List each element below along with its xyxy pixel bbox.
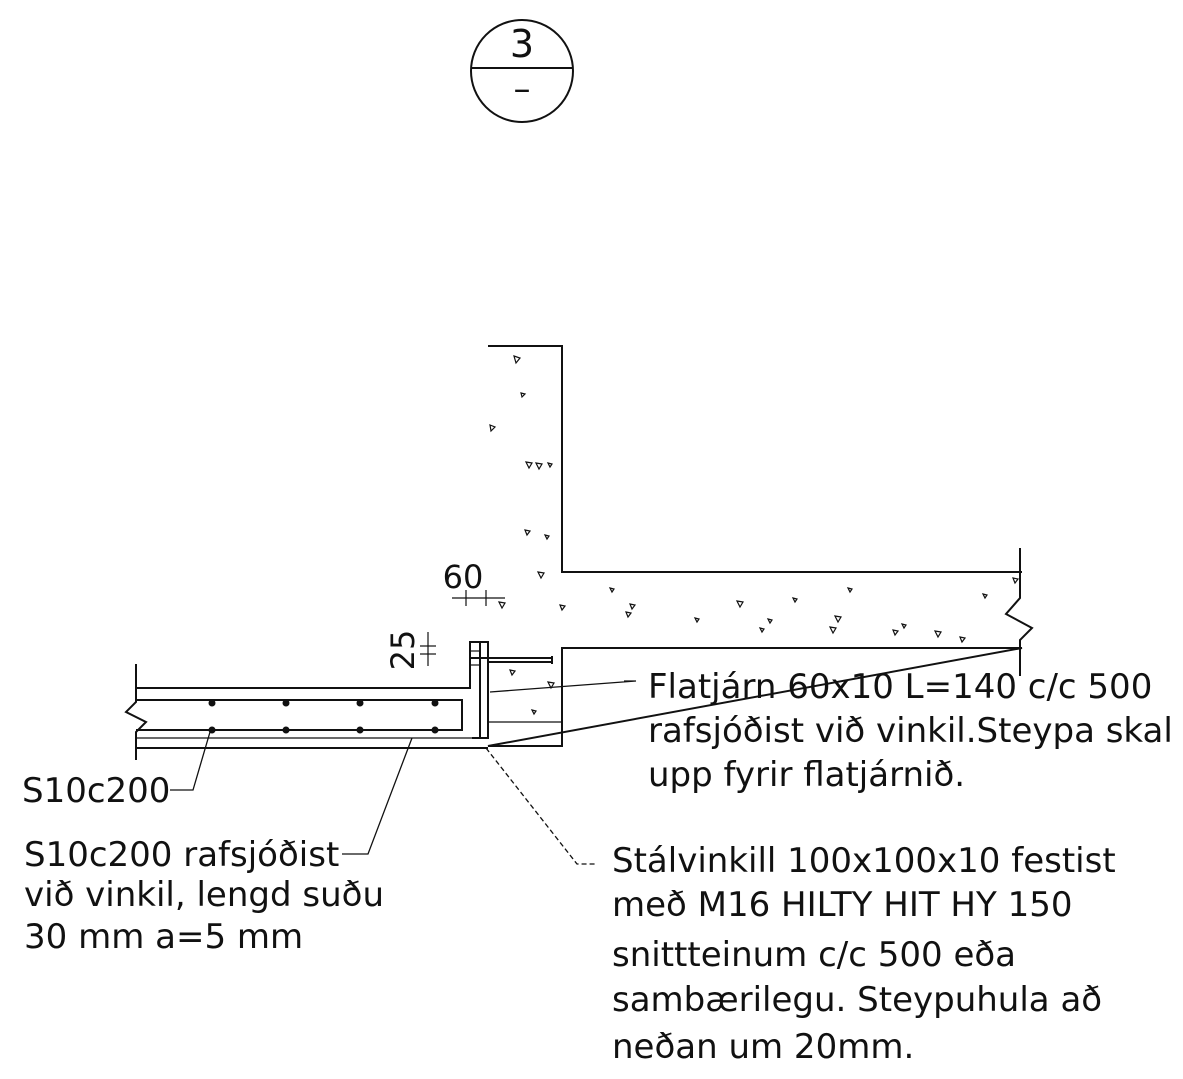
- weld-note-line: 30 mm a=5 mm: [24, 917, 303, 957]
- dimension-offset: 25: [384, 630, 436, 671]
- concrete-hatch: [489, 355, 1020, 716]
- angle-note-line: snittteinum c/c 500 eða: [612, 935, 1016, 975]
- flatbar-note: Flatjárn 60x10 L=140 c/c 500 rafsjóðist …: [648, 667, 1173, 795]
- dimension-offset-label: 25: [384, 630, 422, 671]
- slab-section: [124, 641, 488, 760]
- flatbar-note-line: upp fyrir flatjárnið.: [648, 755, 965, 795]
- weld-note-line: við vinkil, lengd suðu: [24, 875, 384, 915]
- angle-note: Stálvinkill 100x100x10 festist með M16 H…: [612, 841, 1116, 1067]
- angle-note-line: Stálvinkill 100x100x10 festist: [612, 841, 1116, 881]
- leader-lines: [170, 680, 637, 865]
- rebar-dots: [208, 699, 439, 734]
- flatbar-note-line: Flatjárn 60x10 L=140 c/c 500: [648, 667, 1152, 707]
- flatbar-note-line: rafsjóðist við vinkil.Steypa skal: [648, 711, 1173, 751]
- section-sheet: –: [514, 69, 531, 109]
- weld-note-line: S10c200 rafsjóðist: [24, 835, 339, 875]
- angle-note-line: sambærilegu. Steypuhula að: [612, 980, 1102, 1020]
- rebar-label: S10c200: [22, 771, 170, 811]
- concrete-structure: [487, 345, 1034, 747]
- dimension-gap: 60: [443, 558, 505, 606]
- section-marker: 3 –: [470, 19, 574, 123]
- angle-note-line: með M16 HILTY HIT HY 150: [612, 885, 1072, 925]
- weld-note: S10c200 rafsjóðist við vinkil, lengd suð…: [24, 835, 384, 957]
- dimension-gap-label: 60: [443, 558, 484, 596]
- angle-note-line: neðan um 20mm.: [612, 1027, 914, 1067]
- section-number: 3: [510, 22, 534, 66]
